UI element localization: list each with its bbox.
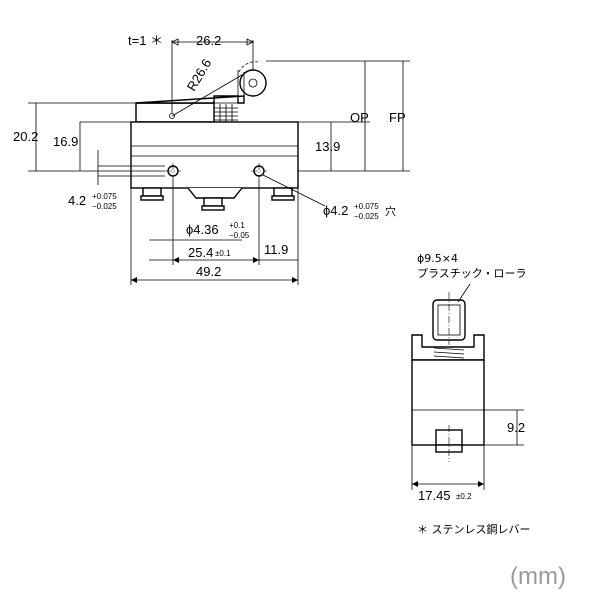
lever-thickness-label: t=1 ＊ bbox=[128, 33, 163, 48]
terminal-right bbox=[271, 187, 295, 201]
svg-text:+0.075: +0.075 bbox=[354, 202, 379, 211]
svg-text:−0.025: −0.025 bbox=[92, 202, 117, 211]
svg-text:−0.025: −0.025 bbox=[354, 212, 379, 221]
svg-text:17.45: 17.45 bbox=[418, 488, 451, 503]
roller-spec: ϕ9.5×4 bbox=[417, 252, 458, 265]
switch-upper-body bbox=[135, 102, 215, 123]
lever-arm bbox=[135, 95, 245, 104]
roller-material: プラスチック・ローラ bbox=[417, 267, 527, 280]
svg-text:ϕ4.2: ϕ4.2 bbox=[323, 203, 348, 218]
dim-13-9: 13.9 bbox=[315, 139, 340, 154]
terminal-left bbox=[140, 187, 164, 201]
op-label: OP bbox=[350, 110, 369, 125]
svg-text:+0.1: +0.1 bbox=[229, 221, 245, 230]
svg-text:穴: 穴 bbox=[385, 204, 396, 218]
terminal-center bbox=[201, 197, 225, 211]
dim-49-2: 49.2 bbox=[196, 264, 221, 279]
side-width-dim: 17.45 ±0.2 bbox=[418, 488, 472, 503]
hole-small-dim: 4.2 +0.075 −0.025 bbox=[68, 192, 117, 211]
svg-text:±0.2: ±0.2 bbox=[456, 492, 472, 501]
unit-label: (mm) bbox=[510, 563, 566, 590]
fp-label: FP bbox=[389, 110, 406, 125]
dim-11-9: 11.9 bbox=[264, 242, 288, 257]
svg-text:+0.075: +0.075 bbox=[92, 192, 117, 201]
hole-right-dim: ϕ4.2 +0.075 −0.025 穴 bbox=[323, 202, 396, 221]
switch-main-body bbox=[130, 121, 299, 189]
dim-9-2: 9.2 bbox=[507, 420, 525, 435]
svg-text:25.4: 25.4 bbox=[188, 245, 213, 260]
dim-16-9: 16.9 bbox=[53, 134, 78, 149]
dim-26-2: 26.2 bbox=[196, 33, 221, 48]
radius-label: R26.6 bbox=[184, 56, 215, 93]
side-view bbox=[411, 283, 524, 490]
svg-text:ϕ4.36: ϕ4.36 bbox=[186, 222, 219, 237]
lever-pivot bbox=[169, 113, 175, 119]
dim-20-2: 20.2 bbox=[13, 129, 38, 144]
spring bbox=[214, 104, 238, 122]
svg-text:4.2: 4.2 bbox=[68, 193, 86, 208]
front-view bbox=[28, 38, 410, 285]
pitch-dim: 25.4 ±0.1 bbox=[188, 245, 231, 260]
hole-mid-dim: ϕ4.36 +0.1 −0.05 bbox=[186, 221, 250, 240]
material-note: ＊ ステンレス鋼レバー bbox=[417, 522, 531, 536]
svg-text:±0.1: ±0.1 bbox=[215, 249, 231, 258]
svg-text:−0.05: −0.05 bbox=[229, 231, 250, 240]
